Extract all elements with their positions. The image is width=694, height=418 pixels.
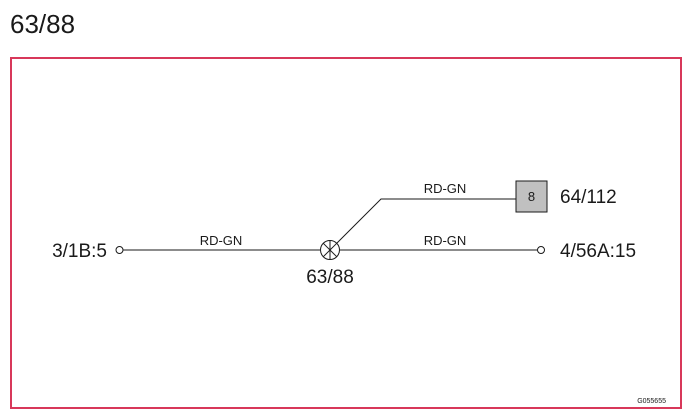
connector-box[interactable] xyxy=(515,180,548,213)
wire-branch-label: RD-GN xyxy=(424,181,467,196)
splice-icon[interactable] xyxy=(320,240,340,260)
right-terminal-icon[interactable] xyxy=(537,246,545,254)
wire-left-label: RD-GN xyxy=(200,233,243,248)
page-title: 63/88 xyxy=(10,9,76,39)
splice-label: 63/88 xyxy=(306,267,354,288)
connector-pin-label: 8 xyxy=(528,189,535,204)
image-code: G055655 xyxy=(637,398,666,405)
left-terminal-label: 3/1B:5 xyxy=(52,241,107,262)
wire-branch[interactable] xyxy=(336,198,516,244)
right-terminal-label: 4/56A:15 xyxy=(560,241,636,262)
wire-right-label: RD-GN xyxy=(424,233,467,248)
diagram-frame xyxy=(10,57,682,409)
connector-label: 64/112 xyxy=(560,187,617,208)
left-terminal-icon[interactable] xyxy=(115,246,124,254)
